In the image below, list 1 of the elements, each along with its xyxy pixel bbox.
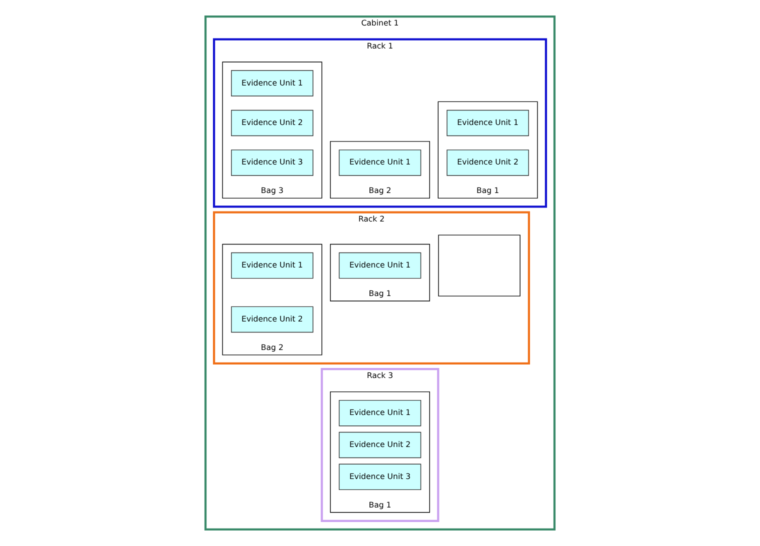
node-box xyxy=(438,234,520,296)
